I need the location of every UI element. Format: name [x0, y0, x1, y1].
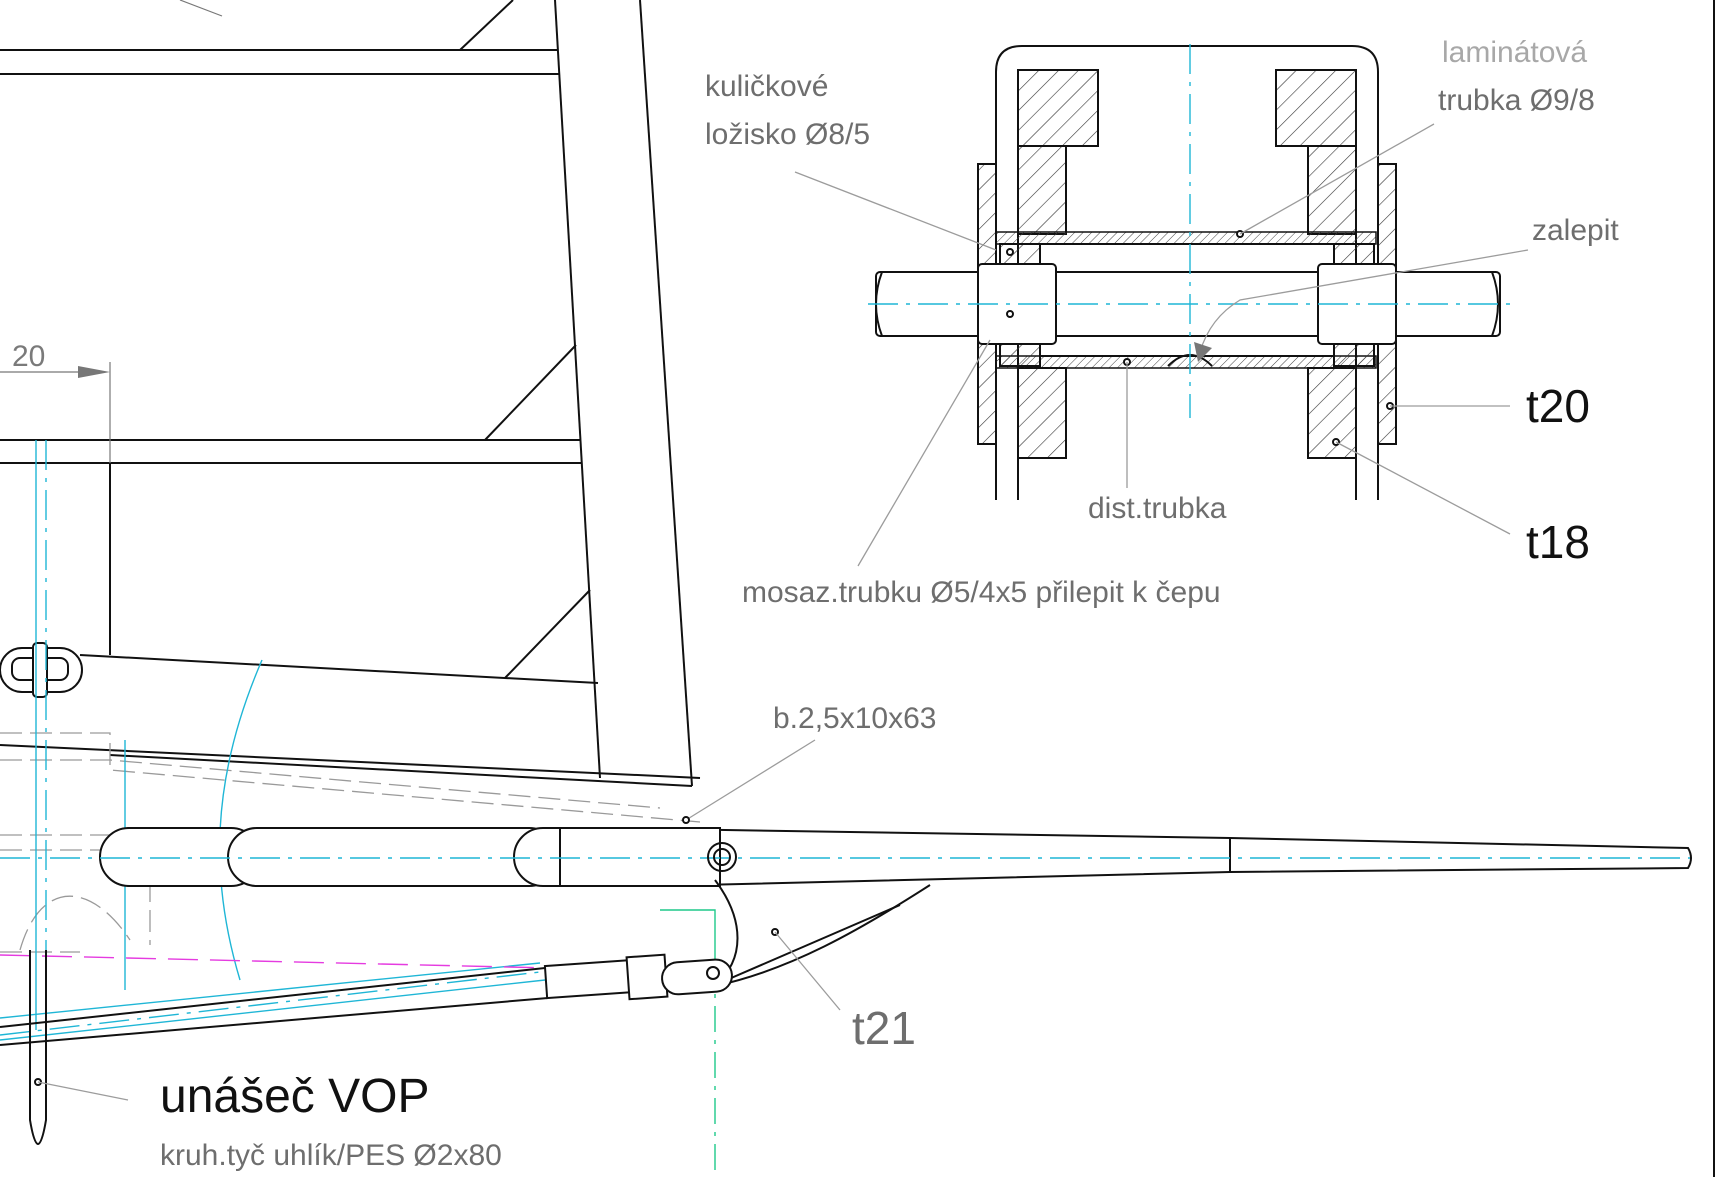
dimension-value: 20 [12, 340, 45, 373]
leader-t18 [1335, 441, 1511, 535]
bearing-label-line2: ložisko Ø8/5 [705, 118, 870, 151]
spacer-label: dist.trubka [1088, 492, 1227, 525]
hinge-fitting [0, 642, 83, 698]
leader-pin [37, 1081, 129, 1101]
block-top-left [1017, 69, 1099, 147]
leader-brass [857, 339, 991, 567]
section-view: kuličkové ložisko Ø8/5 laminátová trubka… [705, 36, 1619, 609]
tag-t20: t20 [1526, 380, 1590, 432]
leader-t21 [774, 931, 841, 1011]
tube-label-line2: trubka Ø9/8 [1438, 84, 1595, 117]
drawing-subtitle: kruh.tyč uhlík/PES Ø2x80 [160, 1139, 502, 1172]
block-top-right [1275, 69, 1357, 147]
leader-bearing [794, 171, 997, 251]
tag-t18: t18 [1526, 516, 1590, 568]
bearing-label-line1: kuličkové [705, 70, 828, 103]
tag-t21: t21 [852, 1002, 916, 1054]
push-rod-capsules [99, 827, 721, 887]
tube-label-line1: laminátová [1442, 36, 1587, 69]
dimension-20: 20 [0, 340, 111, 463]
linkage-rod [0, 953, 733, 1046]
laminate-tube-bottom [995, 355, 1377, 369]
tapered-rod [599, 827, 1692, 887]
centerlines [0, 440, 1690, 1041]
leader-tube [1239, 123, 1435, 235]
leader-glue [1199, 249, 1529, 353]
leader-strip [685, 739, 816, 821]
main-view: 20 [0, 0, 1692, 1177]
brass-tube-label: mosaz.trubku Ø5/4x5 přilepit k čepu [742, 576, 1221, 609]
rudder-frame [0, 0, 701, 787]
fork-outline [995, 45, 1379, 500]
drawing-title: unášeč VOP [160, 1070, 429, 1123]
strip-label: b.2,5x10x63 [773, 702, 936, 735]
elevator-drive-pin [29, 950, 47, 1145]
leader-top [179, 0, 223, 17]
laminate-tube-top [995, 231, 1377, 245]
green-lines [660, 909, 716, 1177]
glue-label: zalepit [1532, 214, 1619, 247]
